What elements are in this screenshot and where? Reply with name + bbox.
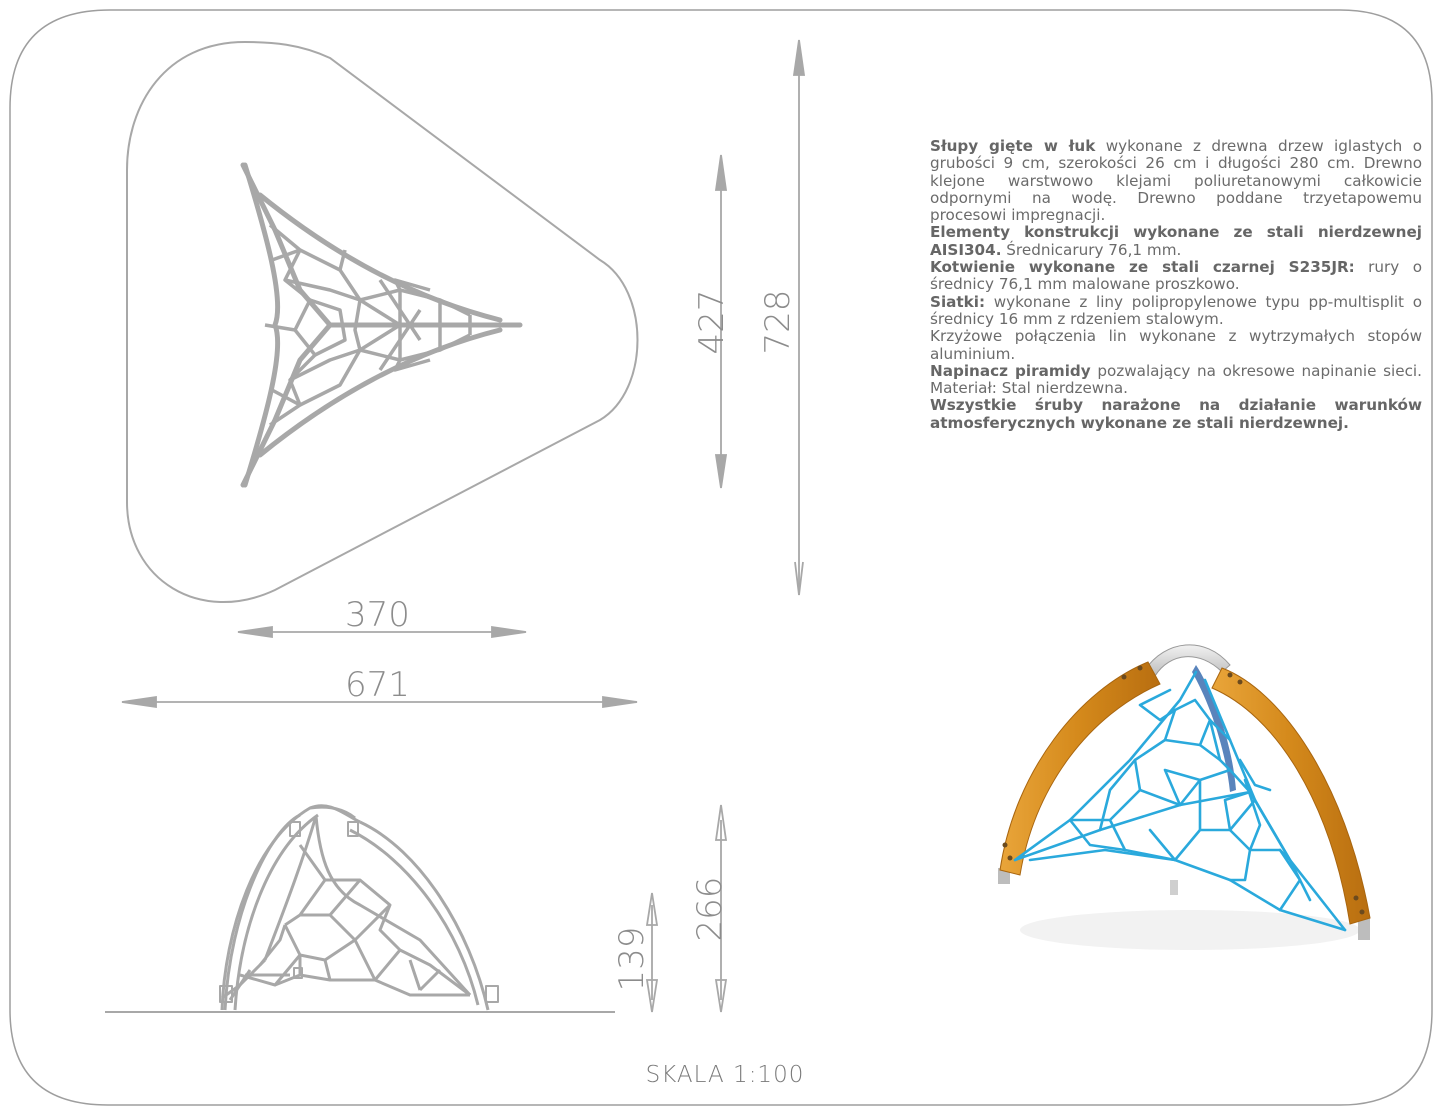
spec-bold: Słupy gięte w łuk <box>930 137 1096 155</box>
dim-height-total-label: 266 <box>690 876 730 942</box>
spec-text: Krzyżowe połączenia lin wykonane z wytrz… <box>930 327 1422 363</box>
wood-beam-back <box>1192 665 1236 792</box>
steel-top-arch <box>1144 644 1231 677</box>
spec-bold: Kotwienie wykonane ze stali czarnej S235… <box>930 258 1355 277</box>
bolt-heads <box>1002 665 1365 915</box>
rope-net <box>1013 670 1347 932</box>
scale-label: SKALA 1:100 <box>645 1062 805 1088</box>
spec-bold: Wszystkie śruby narażone na działanie wa… <box>930 396 1422 432</box>
spec-paragraph: Wszystkie śruby narażone na działanie wa… <box>930 397 1422 432</box>
spec-paragraph: Kotwienie wykonane ze stali czarnej S235… <box>930 258 1422 294</box>
steel-leg-right <box>1358 915 1370 940</box>
spec-paragraph: Elementy konstrukcji wykonane ze stali n… <box>930 224 1422 259</box>
spec-paragraph: Krzyżowe połączenia lin wykonane z wytrz… <box>930 328 1422 363</box>
side-view-net <box>228 844 471 1001</box>
dim-depth-top-label: 427 <box>692 289 732 355</box>
spec-bold: Siatki: <box>930 292 986 311</box>
ground-shadow <box>1020 910 1360 950</box>
spec-paragraph: Napinacz piramidy pozwalający na okresow… <box>930 361 1422 398</box>
dim-width-top-label: 370 <box>345 595 410 635</box>
spec-text: rury o średnicy 76,1 mm malowane proszko… <box>930 258 1422 294</box>
specification-text: Słupy gięte w łuk wykonane z drewna drze… <box>930 137 1422 432</box>
product-render <box>998 644 1371 950</box>
spec-text: wykonane z liny polipropylenowe typu pp-… <box>930 292 1422 328</box>
steel-leg-back <box>1170 880 1178 895</box>
top-view <box>126 40 639 603</box>
dim-height-low-label: 139 <box>612 926 652 992</box>
dim-depth-total-label: 728 <box>758 289 798 355</box>
spec-text: wykonane z drewna drzew iglastych o grub… <box>930 137 1422 225</box>
side-view <box>105 804 615 1013</box>
sheet-frame <box>9 9 1433 1106</box>
top-view-net <box>264 223 472 427</box>
spec-bold: Napinacz piramidy <box>930 361 1091 380</box>
dim-width-total-label: 671 <box>345 665 410 705</box>
wood-beam-left <box>999 661 1161 876</box>
spec-paragraph: Słupy gięte w łuk wykonane z drewna drze… <box>930 137 1422 225</box>
dimension-lines <box>121 39 806 1013</box>
safety-zone-outline <box>126 40 639 603</box>
spec-bold: Elementy konstrukcji wykonane ze stali n… <box>930 223 1422 259</box>
spec-text: Średnicarury 76,1 mm. <box>1001 240 1182 259</box>
spec-paragraph: Siatki: wykonane z liny polipropylenowe … <box>930 292 1422 329</box>
top-view-frame <box>240 162 523 488</box>
side-view-brackets <box>219 821 499 1003</box>
spec-text: pozwalający na okresowe napinanie sieci.… <box>930 361 1422 398</box>
